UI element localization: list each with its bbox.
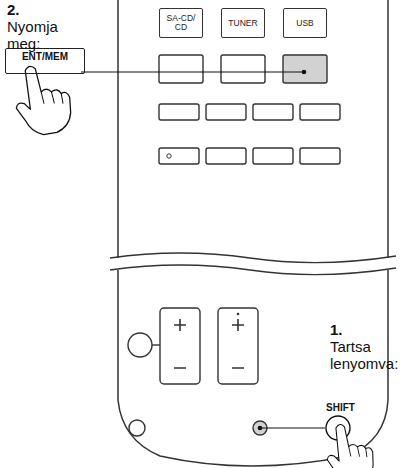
button-label: SHIFT bbox=[326, 402, 392, 413]
source-button: USB bbox=[283, 8, 327, 38]
button-label: SA-CD/ CD bbox=[162, 14, 200, 32]
button-label: TUNER bbox=[228, 19, 257, 28]
shift-button: SHIFT bbox=[326, 402, 392, 419]
button-label: USB bbox=[296, 19, 313, 28]
ent-mem-button: ENT/MEM bbox=[5, 48, 85, 74]
button-label: ENT/MEM bbox=[6, 51, 84, 62]
step-number: 2. bbox=[7, 2, 47, 19]
instruction-text: Tartsa lenyomva: bbox=[330, 339, 406, 372]
step-number: 1. bbox=[330, 322, 370, 339]
instruction-text: Nyomja meg: bbox=[7, 19, 67, 52]
source-button: SA-CD/ CD bbox=[159, 8, 203, 38]
source-button: TUNER bbox=[221, 8, 265, 38]
